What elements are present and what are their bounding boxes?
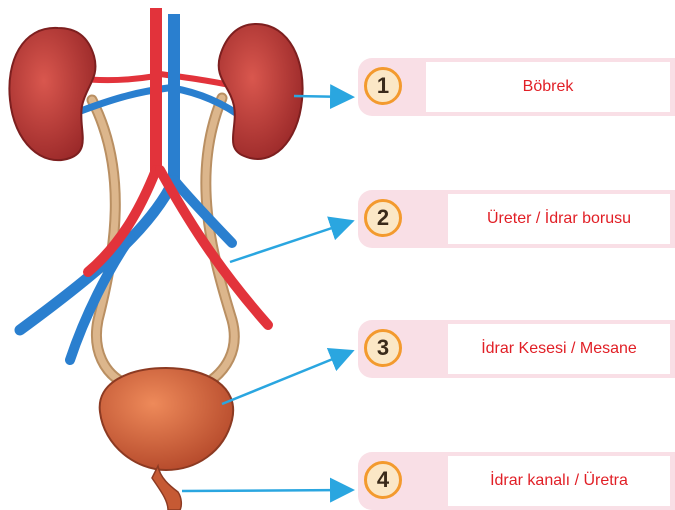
number-badge-3: 3 <box>364 329 402 367</box>
label-card-2: 2 Üreter / İdrar borusu <box>358 190 675 248</box>
label-ureter: Üreter / İdrar borusu <box>448 194 670 244</box>
number-badge-2: 2 <box>364 199 402 237</box>
number-badge-4: 4 <box>364 461 402 499</box>
left-kidney <box>9 28 95 160</box>
pointer-arrow-2 <box>230 222 350 262</box>
label-bladder: İdrar Kesesi / Mesane <box>448 324 670 374</box>
label-urethra: İdrar kanalı / Üretra <box>448 456 670 506</box>
pointer-arrow-1 <box>294 96 350 97</box>
label-card-3: 3 İdrar Kesesi / Mesane <box>358 320 675 378</box>
right-kidney <box>219 24 303 159</box>
pointer-arrow-4 <box>182 490 350 491</box>
label-card-1: 1 Böbrek <box>358 58 675 116</box>
number-badge-1: 1 <box>364 67 402 105</box>
pointer-arrow-3 <box>222 352 350 404</box>
urethra <box>152 466 181 510</box>
label-card-4: 4 İdrar kanalı / Üretra <box>358 452 675 510</box>
label-kidney: Böbrek <box>426 62 670 112</box>
bladder <box>100 368 233 470</box>
